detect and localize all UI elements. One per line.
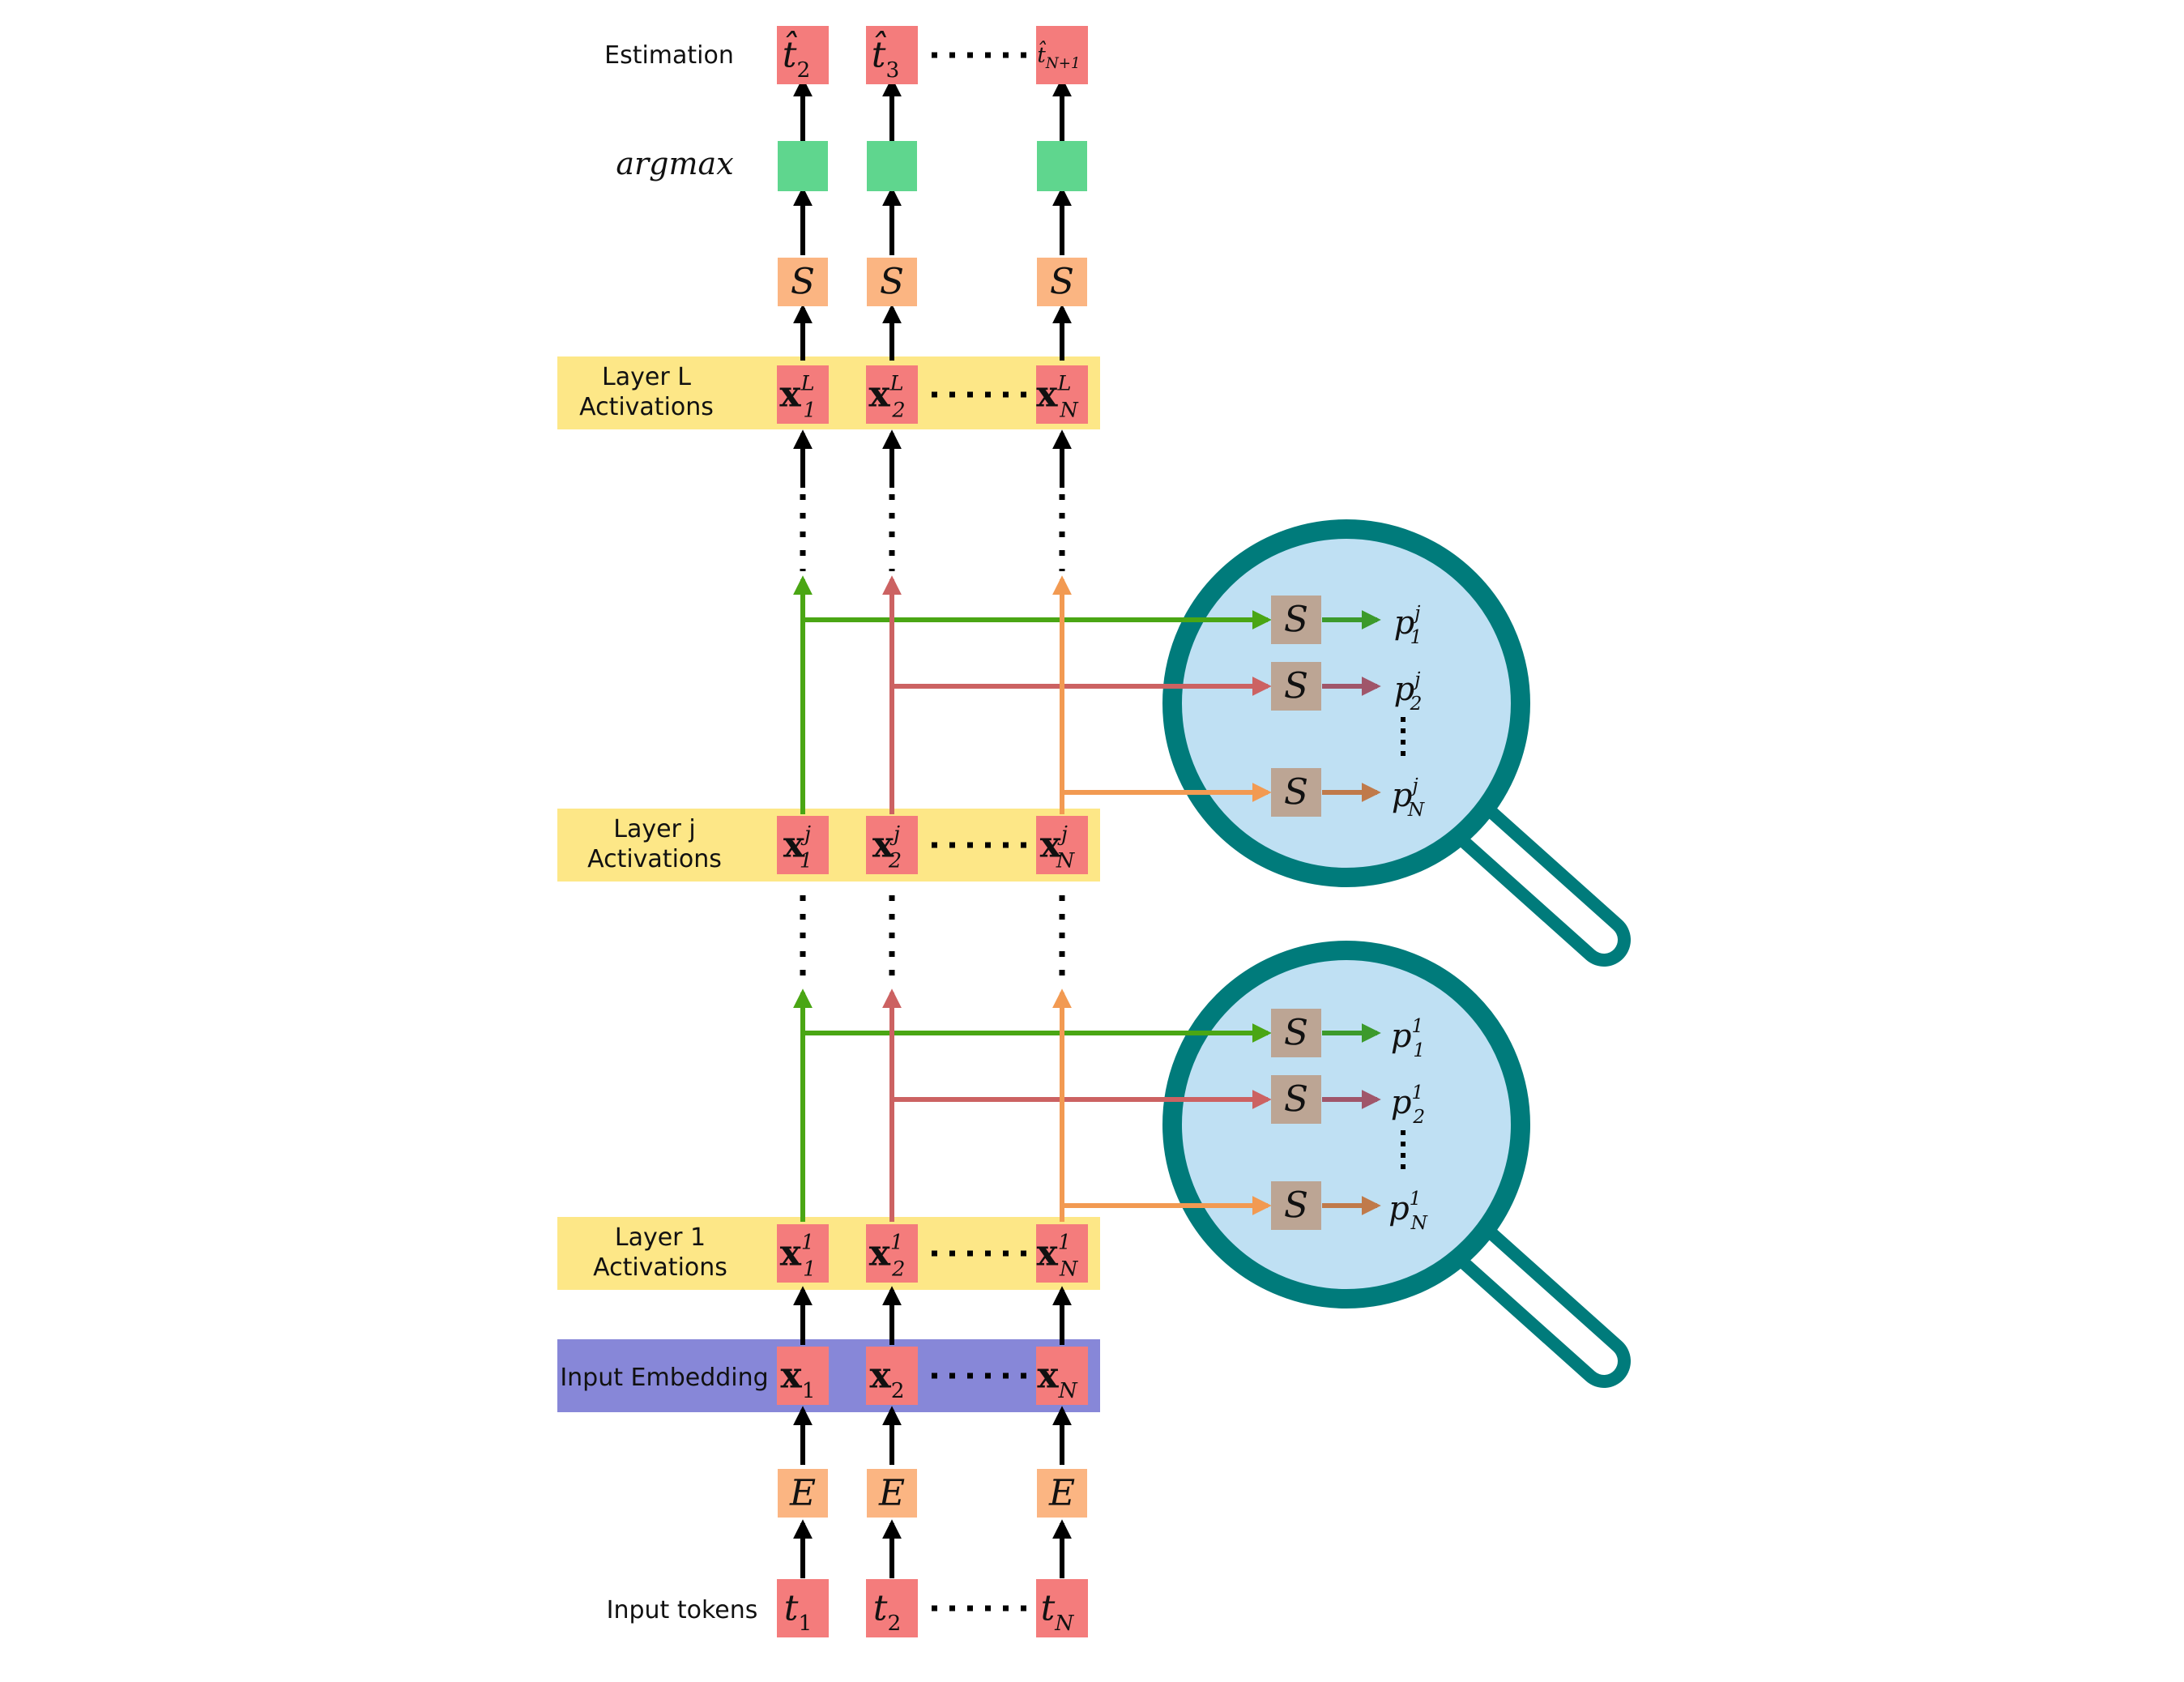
estimation-label: Estimation — [604, 41, 734, 70]
input-token-box — [1036, 1579, 1088, 1637]
embed-fn-box — [778, 1469, 828, 1518]
embedding-label: x1 — [780, 1355, 815, 1403]
estimation-token-label: t̂2 — [783, 29, 810, 83]
layer-j-activation-box — [777, 816, 829, 874]
estimation-token-box — [866, 26, 918, 84]
layer-L-label-2: Activations — [579, 393, 714, 421]
magnifier-upper — [1162, 519, 1631, 967]
probe-softmax-box — [1271, 768, 1321, 817]
probe-softmax-symbol: S — [1284, 666, 1308, 707]
layer-j-label-1: Layer j — [613, 815, 696, 843]
probe-softmax-box — [1271, 596, 1321, 644]
estimation-token-label: t̂N+1 — [1037, 41, 1080, 72]
input-token-label: t1 — [784, 1588, 812, 1636]
vertical-ellipsis — [800, 494, 1065, 980]
forward-arrows — [793, 77, 1072, 1578]
probe-softmax-symbol: S — [1284, 1013, 1308, 1054]
layer-1-activation-box — [866, 1224, 918, 1283]
input-tokens-label: Input tokens — [607, 1596, 758, 1624]
probe-paths-layer-j — [793, 575, 1272, 814]
probe-softmax-box — [1271, 1181, 1321, 1230]
softmax-box — [867, 258, 917, 306]
embed-fn-box — [867, 1469, 917, 1518]
probe-softmax-symbol: S — [1284, 1079, 1308, 1121]
probe-softmax-symbol: S — [1284, 600, 1308, 641]
embed-fn-symbol: E — [1048, 1473, 1075, 1514]
layer-L-activation-box — [777, 365, 829, 424]
estimation-token-label: t̂3 — [872, 29, 899, 83]
embed-fn-symbol: E — [789, 1473, 816, 1514]
embed-fn-box — [1037, 1469, 1087, 1518]
argmax-box — [1037, 141, 1087, 191]
layer-j-activation-box — [1036, 816, 1088, 874]
embedding-label: xN — [1037, 1355, 1077, 1403]
probe-softmax-symbol: S — [1284, 772, 1308, 813]
softmax-box — [778, 258, 828, 306]
input-token-box — [777, 1579, 829, 1637]
embedding-label: x2 — [869, 1355, 904, 1403]
argmax-box — [778, 141, 828, 191]
estimation-token-box — [1036, 26, 1088, 84]
magnifier-lower — [1162, 941, 1631, 1388]
input-token-label: tN — [1041, 1588, 1075, 1636]
probe-softmax-symbol: S — [1284, 1185, 1308, 1227]
argmax-label: argmax — [616, 146, 733, 181]
embedding-box — [866, 1347, 918, 1405]
layer-j-label-2: Activations — [587, 845, 722, 873]
layer-1-label-2: Activations — [593, 1253, 727, 1282]
embedding-box — [1036, 1347, 1088, 1405]
layer-1-activation-box — [1036, 1224, 1088, 1283]
layer-L-label-1: Layer L — [602, 363, 691, 391]
embed-fn-symbol: E — [878, 1473, 905, 1514]
probe-softmax-box — [1271, 662, 1321, 711]
probe-softmax-box — [1271, 1075, 1321, 1124]
layer-L-activation-box — [866, 365, 918, 424]
argmax-box — [867, 141, 917, 191]
layer-j-activation-box — [866, 816, 918, 874]
probe-softmax-box — [1271, 1009, 1321, 1057]
layer-1-label-1: Layer 1 — [615, 1223, 706, 1252]
probe-paths-layer-1 — [793, 988, 1272, 1222]
input-token-box — [866, 1579, 918, 1637]
softmax-box — [1037, 258, 1087, 306]
softmax-symbol: S — [1050, 262, 1074, 303]
layer-1-activation-box — [777, 1224, 829, 1283]
input-embedding-label: Input Embedding — [560, 1364, 768, 1392]
estimation-token-box — [777, 26, 829, 84]
input-token-label: t2 — [873, 1588, 901, 1636]
embedding-box — [777, 1347, 829, 1405]
layer-L-activation-box — [1036, 365, 1088, 424]
softmax-symbol: S — [791, 262, 815, 303]
softmax-symbol: S — [880, 262, 904, 303]
